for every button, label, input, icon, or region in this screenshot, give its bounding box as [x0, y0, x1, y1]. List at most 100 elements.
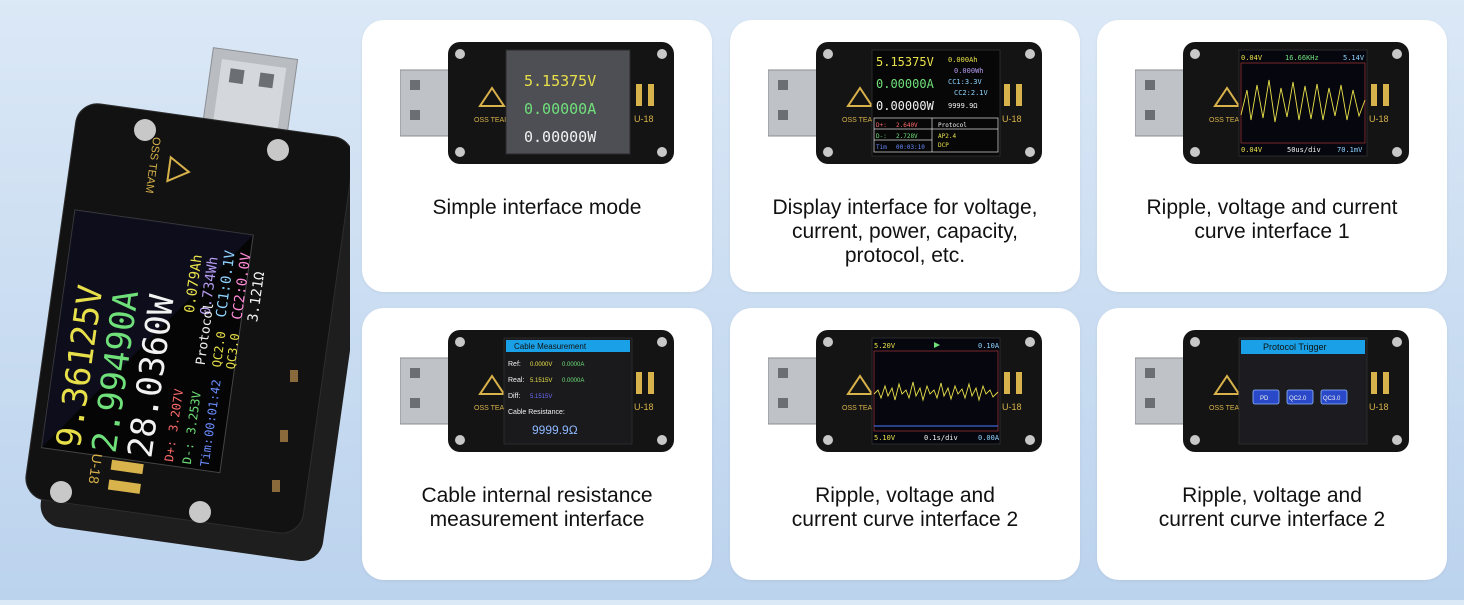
hero-dplus-label: D+: — [162, 439, 179, 462]
c2-cc2: CC2:2.1V — [954, 89, 989, 97]
card-caption: Cable internal resistance measurement in… — [362, 484, 712, 532]
device-image: OSS TEAM U-18 5.15375V 0.00000A 0.00000W… — [768, 42, 1042, 164]
device-brand: OSS TEAM — [474, 405, 510, 412]
c2-dcp: DCP — [938, 142, 949, 149]
device-model: U-18 — [1369, 114, 1389, 124]
device-model: U-18 — [634, 402, 654, 412]
device-model: U-18 — [1369, 402, 1389, 412]
c3-bottom-mid: 50us/div — [1287, 146, 1321, 154]
c1-power: 0.00000W — [524, 128, 597, 146]
caption-line: current curve interface 2 — [1158, 508, 1386, 531]
c5-top-right: 0.10A — [978, 342, 1000, 350]
c5-bottom-right: 0.00A — [978, 434, 1000, 442]
c1-voltage: 5.15375V — [524, 72, 596, 90]
c2-power: 0.00000W — [876, 99, 935, 113]
device-image: OSS TEAM U-18 Protocol Trigger PD QC2.0 … — [1135, 330, 1409, 452]
device-model: U-18 — [1002, 402, 1022, 412]
c2-dplus: D+: — [876, 122, 887, 129]
device-brand: OSS TEAM — [842, 405, 878, 412]
hero-qc3: QC3.0 — [223, 332, 242, 370]
hero-device-image: 9.36125V 2.99490A 28.0360W 0.079Ah 0.734… — [25, 47, 375, 562]
c2-dminus-val: 2.728V — [896, 133, 918, 140]
pd-button — [1252, 389, 1280, 405]
c2-voltage: 5.15375V — [876, 55, 934, 69]
c3-top-right: 5.14V — [1343, 54, 1365, 62]
caption-line: Ripple, voltage and — [1182, 484, 1362, 507]
c2-time-val: 00:03:10 — [896, 144, 925, 151]
card-ripple-curve-2: OSS TEAM U-18 5.20V 0.10A 5.10V 0.1s/div… — [730, 308, 1080, 580]
c2-dplus-val: 2.640V — [896, 122, 918, 129]
device-brand: OSS TEAM — [1209, 117, 1245, 124]
hero-resistance: 3.121Ω — [245, 271, 268, 323]
device-image: OSS TEAM U-18 5.20V 0.10A 5.10V 0.1s/div… — [768, 330, 1042, 452]
hero-dminus-val: 3.253V — [184, 390, 204, 435]
card-protocol-trigger: OSS TEAM U-18 Protocol Trigger PD QC2.0 … — [1097, 308, 1447, 580]
c2-current: 0.00000A — [876, 77, 935, 91]
c2-energy: 0.000Wh — [954, 67, 984, 75]
pd-button-label: PD — [1260, 396, 1269, 402]
device-brand: OSS TEAM — [842, 117, 878, 124]
card-ripple-curve-1: OSS TEAM U-18 0.04V 16.66KHz 5.14V 0.04V… — [1097, 20, 1447, 292]
caption-line: protocol, etc. — [844, 244, 966, 267]
hero-qc2: QC2.0 — [210, 330, 229, 368]
caption-line: current, power, capacity, — [791, 220, 1019, 243]
c4-title: Cable Measurement — [514, 342, 587, 351]
c2-protocol: Protocol — [938, 122, 967, 129]
device-brand: OSS TEAM — [1209, 405, 1245, 412]
c4-res-label: Cable Resistance: — [508, 409, 565, 416]
device-image: OSS TEAM U-18 Cable Measurement Ref: 0.0… — [400, 330, 674, 452]
c5-top-left: 5.20V — [874, 342, 896, 350]
c2-time: Tim — [876, 144, 887, 151]
card-caption: Ripple, voltage and current curve interf… — [730, 484, 1080, 532]
c4-ref-a: 0.0000A — [562, 362, 584, 368]
card-caption: Display interface for voltage, current, … — [730, 196, 1080, 268]
hero-dplus-val: 3.207V — [166, 388, 186, 433]
device-model: U-18 — [634, 114, 654, 124]
caption-line: Cable internal resistance — [421, 484, 653, 507]
c4-real-label: Real: — [508, 377, 524, 384]
caption-line: Simple interface mode — [432, 196, 642, 219]
c2-capacity: 0.000Ah — [948, 56, 978, 64]
c4-diff-label: Diff: — [508, 393, 520, 400]
c3-bottom-left: 0.04V — [1241, 146, 1263, 154]
c4-diff-v: 5.1515V — [530, 394, 552, 400]
c5-bottom-left: 5.10V — [874, 434, 896, 442]
device-brand: OSS TEAM — [474, 117, 510, 124]
card-cable-resistance: OSS TEAM U-18 Cable Measurement Ref: 0.0… — [362, 308, 712, 580]
c1-current: 0.00000A — [524, 100, 596, 118]
c4-real-v: 5.1515V — [530, 378, 552, 384]
c2-resistance: 9999.9Ω — [948, 102, 978, 110]
qc2-button-label: QC2.0 — [1289, 396, 1307, 402]
c4-ref-v: 0.0000V — [530, 362, 552, 368]
card-caption: Simple interface mode — [362, 196, 712, 220]
caption-line: current curve interface 2 — [791, 508, 1019, 531]
card-caption: Ripple, voltage and current curve interf… — [1097, 196, 1447, 244]
caption-line: Ripple, voltage and current — [1146, 196, 1398, 219]
c5-bottom-mid: 0.1s/div — [924, 434, 958, 442]
c2-cc1: CC1:3.3V — [948, 78, 983, 86]
hero-device: 9.36125V 2.99490A 28.0360W 0.079Ah 0.734… — [0, 0, 375, 600]
c4-res-val: 9999.9Ω — [532, 423, 578, 437]
qc3-button — [1320, 389, 1348, 405]
caption-line: measurement interface — [429, 508, 645, 531]
c4-ref-label: Ref: — [508, 361, 521, 368]
caption-line: Ripple, voltage and — [815, 484, 995, 507]
card-display-interface: OSS TEAM U-18 5.15375V 0.00000A 0.00000W… — [730, 20, 1080, 292]
c3-top-left: 0.04V — [1241, 54, 1263, 62]
device-image: OSS TEAM U-18 5.15375V 0.00000A 0.00000W — [400, 42, 674, 164]
hero-time-label: Tim: — [198, 437, 216, 468]
c3-bottom-right: 70.1mV — [1337, 146, 1363, 154]
caption-line: curve interface 1 — [1194, 220, 1350, 243]
card-simple-interface: OSS TEAM U-18 5.15375V 0.00000A 0.00000W… — [362, 20, 712, 292]
device-image: OSS TEAM U-18 0.04V 16.66KHz 5.14V 0.04V… — [1135, 42, 1409, 164]
device-model: U-18 — [1002, 114, 1022, 124]
hero-dminus-label: D-: — [180, 442, 197, 465]
qc3-button-label: QC3.0 — [1323, 396, 1341, 402]
c2-dminus: D-: — [876, 133, 887, 140]
card-caption: Ripple, voltage and current curve interf… — [1097, 484, 1447, 532]
c3-top-mid: 16.66KHz — [1285, 54, 1319, 62]
c4-real-a: 0.0000A — [562, 378, 584, 384]
qc2-button — [1286, 389, 1314, 405]
hero-model: U-18 — [86, 453, 106, 485]
c6-title: Protocol Trigger — [1263, 342, 1327, 352]
